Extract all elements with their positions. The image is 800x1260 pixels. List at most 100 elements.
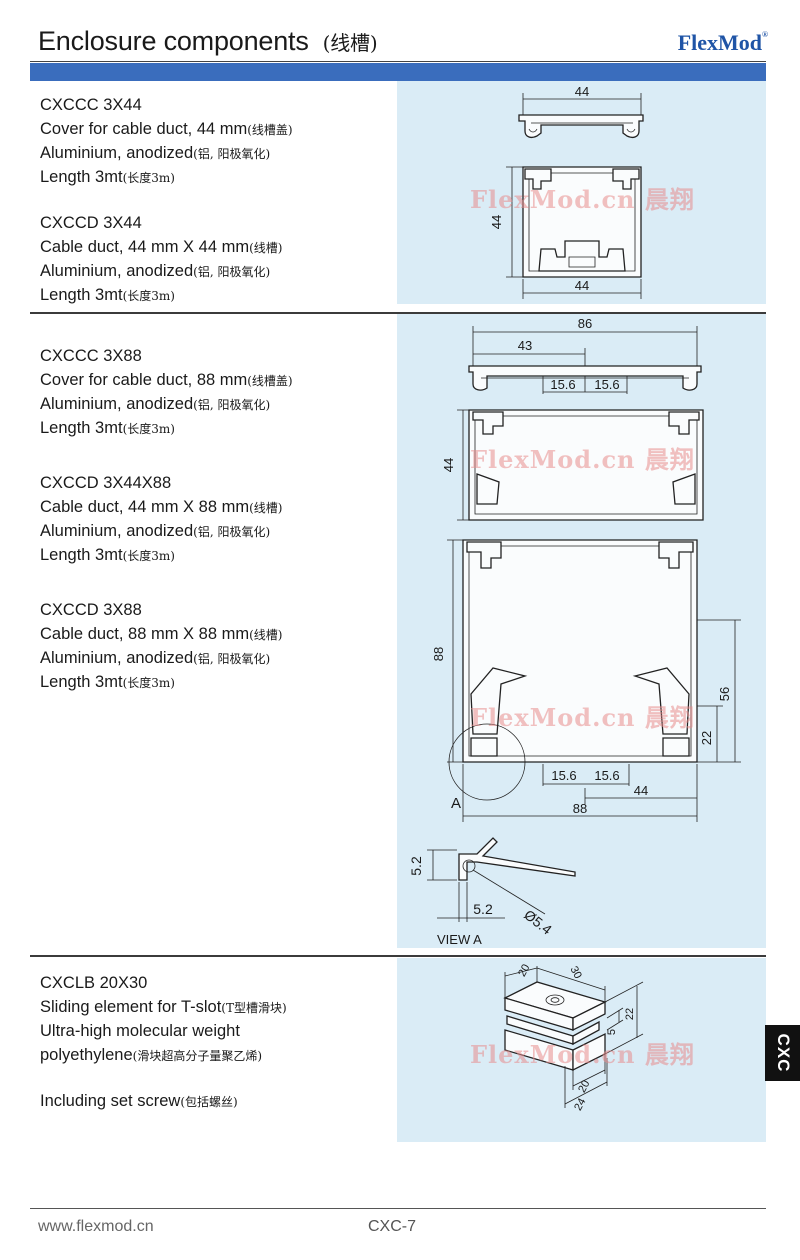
dimension-duct-width: 44 <box>522 278 642 299</box>
brand-name: FlexMod <box>677 30 763 55</box>
dimension-side-56: 56 <box>697 619 741 763</box>
dim-text: 20 <box>516 962 532 978</box>
product-desc-cn: (线槽) <box>249 241 283 255</box>
dim-text: 86 <box>578 316 592 331</box>
product-line: Length 3mt(长度3m) <box>40 543 293 567</box>
dimension-bottom-slots: 15.6 15.6 <box>542 764 630 786</box>
product-desc-cn: (线槽) <box>249 501 283 515</box>
dimension-bottom-88: 88 <box>462 764 698 822</box>
dim-text: 20 <box>576 1078 592 1094</box>
dimension-cover-slots: 15.6 15.6 <box>542 374 628 394</box>
page-title-text: Enclosure components <box>38 26 309 56</box>
page-title: Enclosure components(线槽) <box>38 26 378 57</box>
product-desc-cn: (线槽盖) <box>247 374 293 388</box>
product-material-cn: (铝, 阳极氧化) <box>193 398 271 412</box>
detail-view-a: 5.2 5.2 Ø5.4 VIEW A <box>408 837 576 947</box>
cover-profile <box>518 114 644 138</box>
dim-text: 30 <box>567 964 583 980</box>
dim-text: 15.6 <box>551 768 576 783</box>
product-code: CXCLB 20X30 <box>40 974 148 992</box>
product-length: Length 3mt <box>40 546 123 564</box>
product-desc-cn: (线槽盖) <box>247 123 293 137</box>
product-material: Aluminium, anodized <box>40 144 194 162</box>
product-line: Aluminium, anodized(铝, 阳极氧化) <box>40 259 293 283</box>
product-code: CXCCD 3X44 <box>40 214 142 232</box>
page-number: CXC-7 <box>368 1218 417 1235</box>
sliding-block <box>503 981 607 1072</box>
product-line: Cable duct, 88 mm X 88 mm(线槽) <box>40 622 293 646</box>
section-divider-2 <box>30 955 766 957</box>
dim-text: 22 <box>624 1008 636 1020</box>
product-desc: Sliding element for T-slot <box>40 998 222 1016</box>
section-3-text: CXCLB 20X30 Sliding element for T-slot(T… <box>40 971 287 1113</box>
product-line: CXCCC 3X88 <box>40 344 293 368</box>
product-desc-cn: (线槽) <box>249 628 283 642</box>
dimension-duct-44-height: 44 <box>441 409 477 521</box>
product-length-cn: (长度3m) <box>122 422 175 436</box>
section-divider-1 <box>30 312 766 314</box>
side-tab-label: CXC <box>773 1033 793 1073</box>
view-label: VIEW A <box>437 932 482 947</box>
header-blue-bar <box>30 63 766 81</box>
product-desc: Cable duct, 44 mm X 44 mm <box>40 238 250 256</box>
product-material-cont: polyethylene <box>40 1046 133 1064</box>
product-block: Including set screw(包括螺丝) <box>40 1089 287 1113</box>
dim-text: 88 <box>431 647 446 661</box>
product-material-cn: (铝, 阳极氧化) <box>193 265 271 279</box>
watermark: FlexMod.cn 晨翔 <box>470 445 695 474</box>
product-block: CXCCD 3X88 Cable duct, 88 mm X 88 mm(线槽)… <box>40 598 293 694</box>
product-desc: Cover for cable duct, 44 mm <box>40 120 248 138</box>
product-material: Aluminium, anodized <box>40 262 194 280</box>
dim-text: 5.2 <box>408 856 424 876</box>
product-length-cn: (长度3m) <box>122 171 175 185</box>
product-length: Length 3mt <box>40 673 123 691</box>
dim-text: 44 <box>575 84 589 99</box>
product-length-cn: (长度3m) <box>122 289 175 303</box>
product-code: CXCCC 3X44 <box>40 96 142 114</box>
product-length: Length 3mt <box>40 168 123 186</box>
product-line: Length 3mt(长度3m) <box>40 283 293 307</box>
product-length: Length 3mt <box>40 419 123 437</box>
product-material-cn: (滑块超高分子量聚乙烯) <box>132 1049 263 1063</box>
dimension-w20: 20 <box>504 962 538 998</box>
product-line: Cover for cable duct, 44 mm(线槽盖) <box>40 117 293 141</box>
duct-profile-88x88 <box>462 539 698 763</box>
product-block: CXCCD 3X44X88 Cable duct, 44 mm X 88 mm(… <box>40 471 293 567</box>
product-code: CXCCD 3X88 <box>40 601 142 619</box>
product-line: Aluminium, anodized(铝, 阳极氧化) <box>40 141 293 165</box>
dim-text: 43 <box>518 338 532 353</box>
product-line: CXCCD 3X44 <box>40 211 293 235</box>
dimension-b20: 20 <box>572 1054 606 1095</box>
product-line: Ultra-high molecular weight <box>40 1019 287 1043</box>
dim-text: 5 <box>606 1029 618 1035</box>
cover-profile-88 <box>468 365 702 391</box>
product-code: CXCCD 3X44X88 <box>40 474 172 492</box>
product-material-cn: (铝, 阳极氧化) <box>193 525 271 539</box>
product-length: Length 3mt <box>40 286 123 304</box>
drawing-cxclb-20x30: 20 30 5 22 20 24 <box>503 962 644 1113</box>
drawing-cxccd-3x88: 86 43 15.6 15.6 44 88 <box>408 316 741 947</box>
product-length-cn: (长度3m) <box>122 549 175 563</box>
footer-url: www.flexmod.cn <box>38 1218 154 1235</box>
dim-text: 22 <box>699 731 714 745</box>
product-block: CXCCD 3X44 Cable duct, 44 mm X 44 mm(线槽)… <box>40 211 293 307</box>
product-line: Including set screw(包括螺丝) <box>40 1089 287 1113</box>
dimension-cover-86: 86 <box>472 316 698 366</box>
footer-rule <box>30 1208 766 1209</box>
product-line: Length 3mt(长度3m) <box>40 416 293 440</box>
dim-text: 56 <box>717 687 732 701</box>
product-material: Ultra-high molecular weight <box>40 1022 240 1040</box>
dim-text: 44 <box>489 215 504 229</box>
dim-text: 88 <box>573 801 587 816</box>
section-1-text: CXCCC 3X44 Cover for cable duct, 44 mm(线… <box>40 93 293 307</box>
product-desc: Cable duct, 88 mm X 88 mm <box>40 625 250 643</box>
product-line: Length 3mt(长度3m) <box>40 165 293 189</box>
dim-text: 24 <box>572 1096 588 1112</box>
section-2-text: CXCCC 3X88 Cover for cable duct, 88 mm(线… <box>40 344 293 694</box>
dimension-cover-width: 44 <box>522 84 642 115</box>
drawing-cxccd-3x44: 44 44 44 <box>489 84 644 299</box>
product-line: CXCLB 20X30 <box>40 971 287 995</box>
dim-text: 44 <box>575 278 589 293</box>
product-line: Cable duct, 44 mm X 44 mm(线槽) <box>40 235 293 259</box>
product-length-cn: (长度3m) <box>122 676 175 690</box>
